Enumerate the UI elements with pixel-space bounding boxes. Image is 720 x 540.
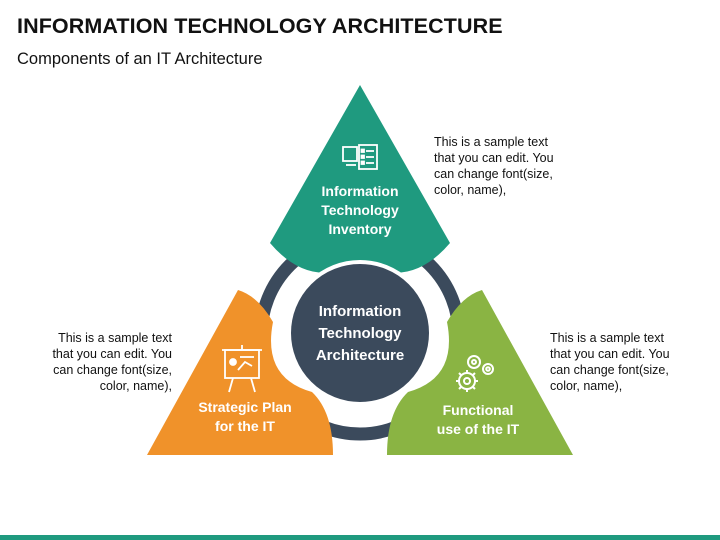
bottom-accent-bar [0, 535, 720, 540]
segment-top-label-3: Inventory [328, 221, 391, 237]
page-title: INFORMATION TECHNOLOGY ARCHITECTURE [17, 14, 503, 38]
segment-left-label-1: Strategic Plan [198, 399, 291, 415]
center-circle [287, 260, 433, 406]
note-right: This is a sample text that you can edit.… [550, 331, 670, 393]
center-label-3: Architecture [316, 347, 404, 364]
segment-top-label-1: Information [322, 183, 399, 199]
segment-right-shape [387, 290, 573, 455]
center-label-2: Technology [318, 325, 402, 342]
gears-icon [456, 355, 494, 392]
segment-right-label-1: Functional [443, 402, 514, 418]
segment-left-label-2: for the IT [215, 418, 275, 434]
note-left: This is a sample text that you can edit.… [52, 331, 172, 393]
inventory-checklist-icon [342, 144, 378, 170]
segment-top-shape [270, 85, 450, 273]
segment-top[interactable]: Information Technology Inventory [270, 85, 450, 273]
segment-left-shape [147, 290, 333, 455]
center-label-1: Information [319, 303, 402, 320]
segment-left[interactable]: Strategic Plan for the IT [147, 290, 333, 455]
segment-top-label-2: Technology [321, 202, 399, 218]
note-top-right: This is a sample text that you can edit.… [434, 135, 554, 197]
center-node[interactable]: Information Technology Architecture [287, 260, 433, 406]
page-subtitle: Components of an IT Architecture [17, 50, 263, 68]
segment-right-label-2: use of the IT [437, 421, 520, 437]
presentation-board-icon [222, 345, 262, 393]
segment-right[interactable]: Functional use of the IT [387, 290, 573, 455]
